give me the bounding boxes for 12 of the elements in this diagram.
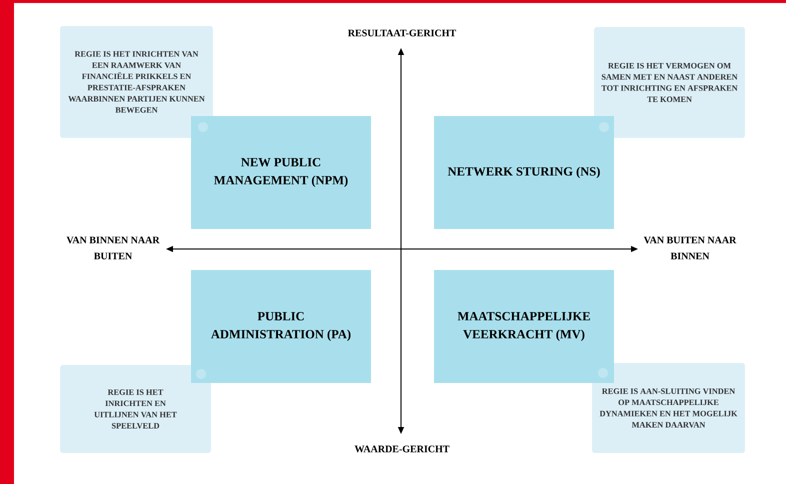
quadrant-box: NEW PUBLIC MANAGEMENT (NPM) xyxy=(191,116,371,229)
quadrant-box: MAATSCHAPPELIJKE VEERKRACHT (MV) xyxy=(434,270,614,383)
quadrant-box: PUBLIC ADMINISTRATION (PA) xyxy=(191,270,371,383)
axis-label: WAARDE-GERICHT xyxy=(354,446,450,452)
axis-label: VAN BUITEN NAAR BINNEN xyxy=(644,236,736,260)
note-box: REGIE IS HET VERMOGEN OM SAMEN MET EN NAAST ANDEREN TOT INRICHTING EN AFSPRAKEN TE KOMEN xyxy=(594,27,746,138)
axis-label: VAN BINNEN NAAR BUITEN xyxy=(66,236,160,260)
quadrant-box: NETWERK STURING (NS) xyxy=(434,116,614,229)
note-box: REGIE IS HET INRICHTEN VAN EEN RAAMWERK VAN FINANCIËLE PRIKKELS EN PRESTATIE-AFSPRAKEN WAARBINNEN PARTIJEN KUNNEN BEWEGEN xyxy=(60,26,213,138)
note-box: REGIE IS AAN-SLUITING VINDEN OP MAATSCHAPPELIJKE DYNAMIEKEN EN HET MOGELIJK MAKEN DAARVAN xyxy=(592,363,746,453)
note-box: REGIE IS HET INRICHTEN EN UITLIJNEN VAN HET SPEELVELD xyxy=(60,365,211,453)
axis-label: RESULTAAT-GERICHT xyxy=(348,30,456,36)
